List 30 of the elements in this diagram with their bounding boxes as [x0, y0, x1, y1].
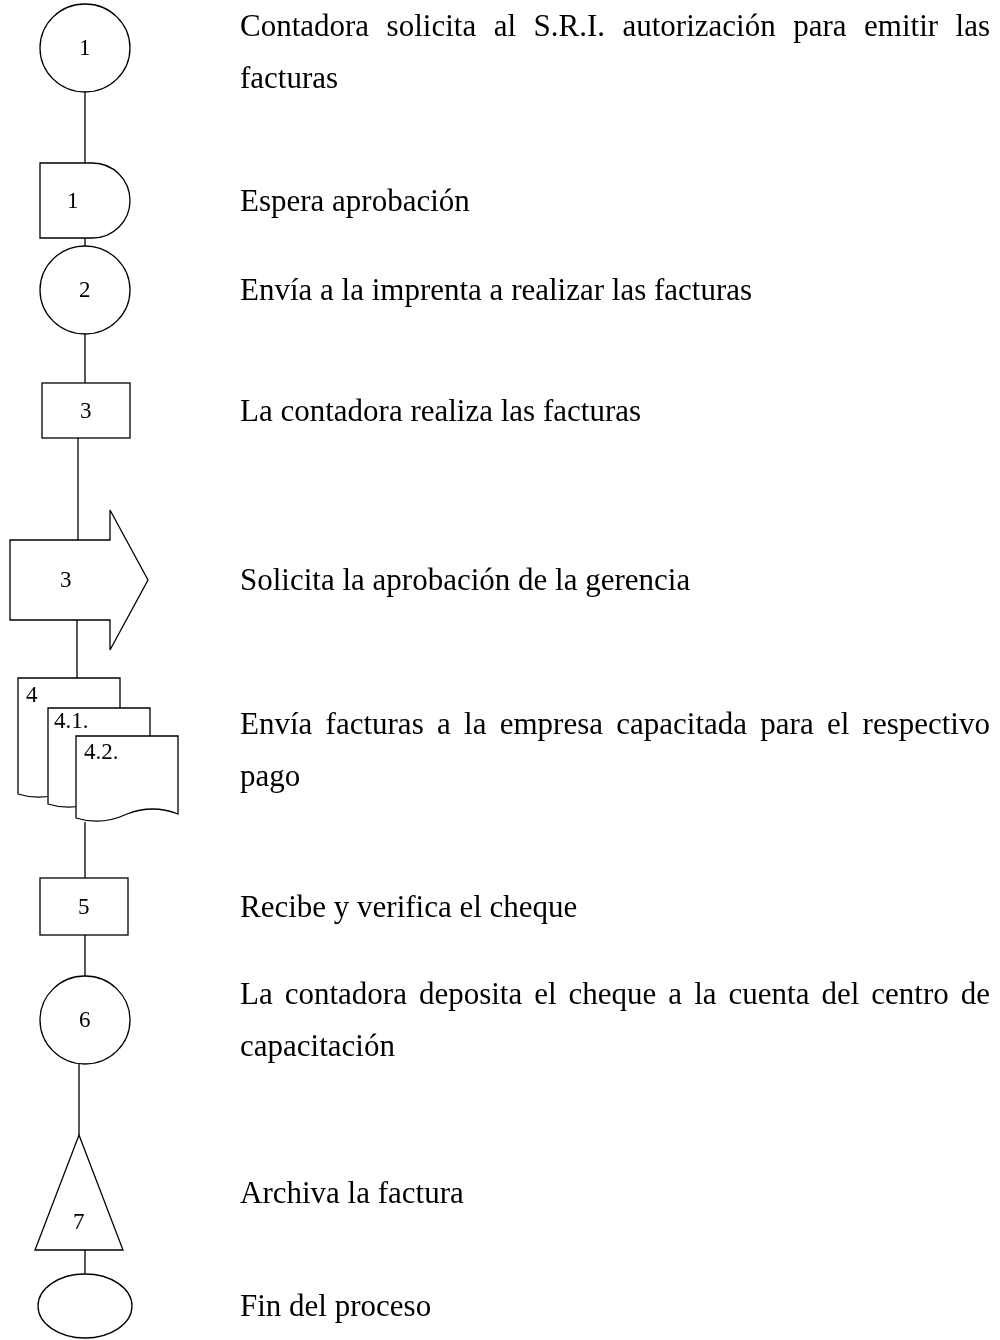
step-number: 2	[79, 278, 91, 302]
flow-line	[84, 237, 86, 247]
step-number: 5	[78, 894, 90, 919]
step-number: 6	[79, 1008, 91, 1032]
step-description: Solicita la aprobación de la gerencia	[240, 561, 692, 599]
step-number: 3	[60, 568, 72, 592]
step-description: Contadora solicita al S.R.I. autorización para emitir las facturas	[240, 7, 990, 97]
step-description: La contadora realiza las facturas	[240, 391, 643, 430]
step-description: Fin del proceso	[240, 1287, 433, 1325]
step-number: 4.1.	[54, 709, 89, 733]
step-number: 4.2.	[84, 740, 119, 764]
step-description: Envía a la imprenta a realizar las facturas	[240, 271, 754, 309]
step-number: 1	[67, 188, 79, 213]
step-description: Envía facturas a la empresa capacitada para el respectivo pago	[240, 705, 990, 795]
step-description: Archiva la factura	[240, 1173, 465, 1212]
flow-line	[76, 619, 78, 679]
flow-line	[84, 821, 86, 879]
flow-line	[84, 1249, 86, 1275]
step-number: 1	[79, 36, 91, 60]
flow-line	[84, 333, 86, 384]
step-number: 3	[80, 398, 92, 423]
step-description: La contadora deposita el cheque a la cuenta del centro de capacitación	[240, 975, 990, 1065]
flow-line	[77, 437, 79, 541]
flow-line	[78, 1063, 80, 1136]
step-description: Recibe y verifica el cheque	[240, 887, 579, 926]
step-number: 4	[26, 683, 38, 707]
flow-line	[84, 934, 86, 977]
flow-line	[84, 91, 86, 164]
step-number: 7	[73, 1210, 85, 1234]
step-description: Espera aprobación	[240, 181, 471, 220]
